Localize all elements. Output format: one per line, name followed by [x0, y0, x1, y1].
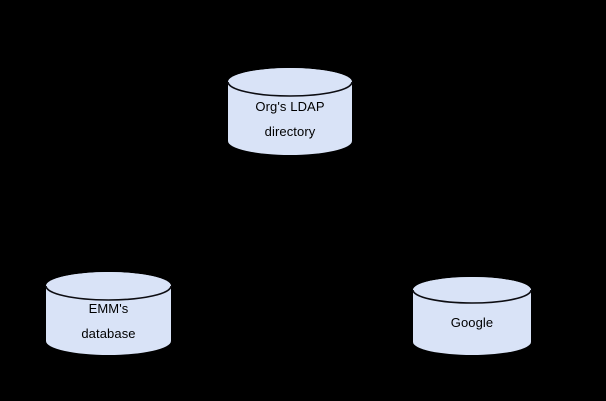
node-emm-database[interactable]: EMM's database	[45, 272, 172, 355]
database-cylinder-icon	[45, 272, 172, 355]
node-org-ldap-directory[interactable]: Org's LDAP directory	[227, 68, 353, 155]
node-google[interactable]: Google	[412, 277, 532, 355]
database-cylinder-icon	[412, 277, 532, 355]
database-cylinder-icon	[227, 68, 353, 155]
